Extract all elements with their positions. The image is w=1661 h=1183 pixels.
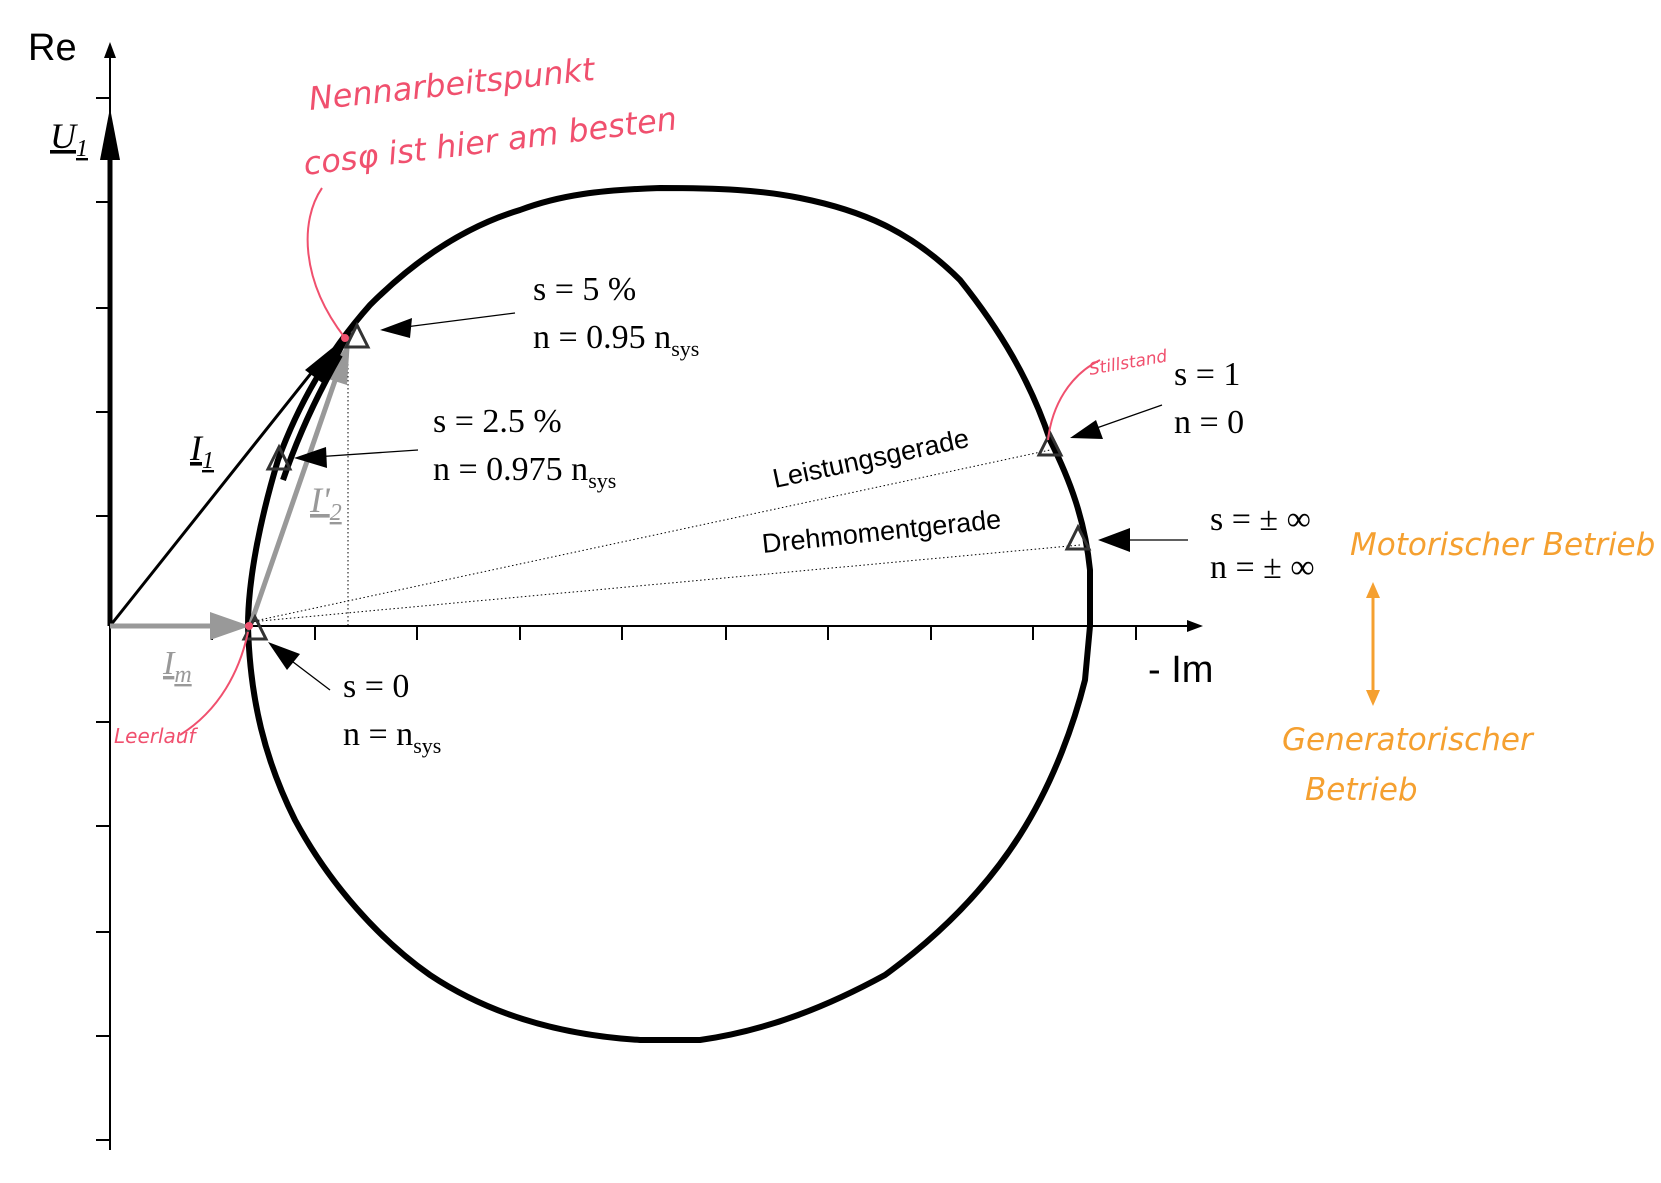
dotted-lines [249,340,1081,626]
drehmomentgerade-label: Drehmomentgerade [760,504,1002,559]
s1-n-label: n = 0 [1174,404,1244,441]
arrow-sinf-head [1098,528,1130,552]
im-label: Im [162,645,192,688]
red-annotation-strokes [179,187,1101,736]
arrow-s0-head [268,642,300,670]
drehmomentgerade-line [249,544,1081,623]
i1-vector [108,361,322,627]
nenn-dot [341,334,349,342]
vectors [100,108,352,640]
im-axis-label: - Im [1148,649,1213,691]
point-s5-marker [343,321,371,349]
orange-double-arrow [1366,582,1380,706]
re-axis-ticks [96,97,110,1141]
operating-points [241,321,1092,641]
u1-label: U1 [50,116,88,162]
leerlauf-dot [245,622,253,630]
arrow-s1-head [1070,420,1103,439]
leistungsgerade-label: Leistungsgerade [770,423,972,494]
text-labels: Re - Im U1 I1 I'2 Im s = 5 % n = 0.95 ns… [28,27,1655,808]
im-arrowhead [210,612,250,640]
generatorischer-label: Generatorischer [1282,722,1535,758]
stillstand-label: Stillstand [1087,346,1169,379]
i2-vector [247,371,341,627]
s5-n-label: n = 0.95 nsys [533,319,699,361]
arrow-s25-head [294,447,327,468]
nennarbeitspunkt-label: Nennarbeitspunkt [307,50,598,118]
sinf-n-label: n = ± ∞ [1210,549,1315,586]
s1-label: s = 1 [1174,356,1240,393]
s25-n-label: n = 0.975 nsys [433,451,616,493]
point-s25-marker [265,443,293,471]
point-sinf-marker [1064,523,1092,551]
nenn-leader [306,187,346,339]
u1-arrowhead [100,108,120,160]
motorischer-betrieb-label: Motorischer Betrieb [1350,527,1655,563]
re-axis-label: Re [28,27,77,69]
circle-locus [245,185,1093,1043]
i1-arrowhead [305,332,352,385]
point-s1-marker [1036,429,1064,457]
s25-label: s = 2.5 % [433,403,562,440]
betrieb-label: Betrieb [1305,772,1418,808]
s5-label: s = 5 % [533,271,636,308]
sinf-label: s = ± ∞ [1210,501,1311,538]
stillstand-leader [1047,359,1101,441]
leerlauf-leader [179,631,249,736]
im-axis-ticks [211,626,1137,640]
s0-n-label: n = nsys [343,716,441,758]
arrow-s5-head [380,318,412,338]
im-axis-arrow [1187,620,1203,632]
s0-label: s = 0 [343,668,409,705]
i2-label: I'2 [309,480,342,526]
leerlauf-label: Leerlauf [114,724,198,748]
pointer-arrows [268,312,1188,691]
re-axis-arrow [104,42,116,58]
leistungsgerade-line [249,449,1051,623]
i1-label: I1 [189,428,214,474]
